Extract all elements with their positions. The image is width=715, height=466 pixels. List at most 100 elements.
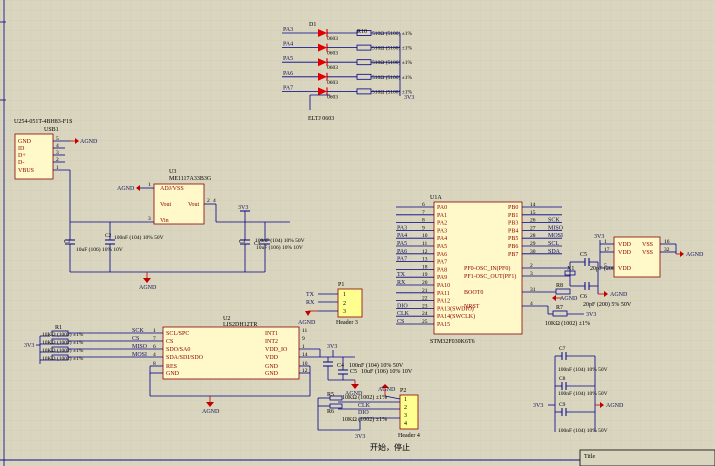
imu-body — [36, 326, 359, 407]
mcu-pin-name: PA7 — [437, 260, 447, 266]
power-pin-name: VSS — [642, 250, 653, 256]
header4-r6-val: 10KΩ (1002) ±1% — [342, 416, 387, 423]
mcu-part: STM32F030K6T6 — [430, 339, 475, 345]
nrst-res-ref: R7 — [556, 305, 563, 311]
boot-gnd-net: AGND — [560, 296, 578, 302]
cap-c3 — [240, 239, 250, 260]
mcu-osc-num: 3 — [530, 271, 533, 277]
imu-pin-num: 1 — [302, 344, 305, 350]
imu-resistor — [51, 346, 69, 353]
mcu-pin-name: PA13(SWDIO) — [437, 305, 474, 312]
header4-r6-ref: R6 — [327, 409, 334, 415]
imu-gnd-symbol — [206, 402, 214, 407]
ldo-pin-num: 4 — [213, 198, 216, 204]
imu-pin-num: 6 — [153, 344, 156, 350]
mcu-pin-num: 10 — [422, 233, 428, 239]
header4-pin2: 2 — [404, 405, 407, 411]
ldo-pin-num: 1 — [148, 182, 151, 188]
mcu-pin-num: 6 — [422, 202, 425, 208]
header4-gnd: AGND — [378, 387, 396, 393]
led-diode — [318, 72, 327, 81]
ldo-cap-ref: C2 — [105, 233, 112, 239]
usb-pin-num: 5 — [56, 136, 59, 142]
nrst-res-val: 10KΩ (1002) ±1% — [545, 320, 590, 327]
header4-caption: 开始，停止 — [370, 442, 410, 452]
power-supply-net: 3V3 — [594, 234, 604, 240]
ldo-designator: U3 — [169, 169, 176, 175]
mcu-pin-num: 15 — [530, 210, 536, 216]
led-net-label: PA7 — [283, 85, 293, 91]
mcu-net-label: SCK — [548, 218, 560, 224]
led-diode — [318, 29, 327, 37]
usb-pin-name: D+ — [18, 153, 26, 159]
mcu-net-label: PA6 — [397, 249, 407, 255]
title-label: Title — [584, 454, 595, 460]
imu-pin-num: 11 — [302, 328, 308, 334]
mcu-osc-num: 4 — [530, 301, 533, 307]
ldo-bottom-gnd: AGND — [139, 285, 157, 291]
usb-pin-name: GND — [18, 139, 32, 145]
header3-pin3: 3 — [343, 309, 346, 315]
mcu-pin-num: 21 — [422, 288, 428, 294]
ldo-out-net: 3V3 — [238, 205, 248, 211]
mcu-pin-num: 29 — [530, 241, 536, 247]
header3-pin2: 2 — [343, 301, 346, 307]
imu-pin-num: 1 — [153, 328, 156, 334]
led-designator: D1 — [309, 22, 316, 28]
imu-pin-num: 10 — [302, 361, 308, 367]
power-pin-name: VDD — [618, 250, 632, 256]
crystal-c6-ref: C6 — [580, 294, 587, 300]
mcu-pin-num: 13 — [422, 257, 428, 263]
header3-rx: RX — [306, 300, 315, 306]
power-pin-num: 32 — [664, 247, 670, 253]
mcu-net-label: MOSI — [548, 233, 563, 239]
header4-designator: P2 — [400, 388, 406, 394]
imu-designator: U2 — [223, 316, 230, 322]
decap-value: 100nF (104) 10% 50V — [558, 366, 608, 373]
led-supply-label: 3V3 — [404, 95, 414, 101]
decoupling-supply: 3V3 — [533, 403, 543, 409]
mcu-designator: U1A — [430, 195, 442, 201]
mcu-pin-name: PA8 — [437, 267, 447, 273]
mcu-pin-name: PB6 — [508, 244, 518, 250]
power-pin-num: 5 — [604, 263, 607, 269]
imu-pin-num: 7 — [153, 336, 156, 342]
crystal-c6-val: 20pF (200) 5% 50V — [583, 301, 632, 308]
mcu-net-label: DIO — [397, 303, 408, 309]
mcu-pin-num: 27 — [530, 225, 536, 231]
imu-resistor — [51, 338, 69, 345]
header4-r5-ref: R5 — [327, 392, 334, 398]
resistor-r5 — [329, 395, 343, 401]
usb-connector — [14, 133, 79, 222]
usb-pin-num: 3 — [56, 150, 59, 156]
decap-value: 100nF (104) 10% 50V — [558, 427, 608, 434]
ldo-cap-value: 100nF (104) 10% 50V — [114, 234, 164, 241]
led-net-label: PA5 — [283, 56, 293, 62]
imu-pin-name: RES — [166, 364, 177, 370]
mcu-net-label: MISO — [548, 225, 564, 231]
ldo-gnd-net: AGND — [117, 186, 135, 192]
ldo-pin-name: Vout — [160, 202, 172, 208]
mcu-pin-num: 9 — [422, 225, 425, 231]
mcu-pin-num: 30 — [530, 249, 536, 255]
led-res-value: 510Ω (5100) ±1% — [372, 30, 413, 37]
imu-pin-name: GND — [265, 364, 279, 370]
mcu-pin-name: PA14(SWCLK) — [437, 313, 475, 320]
header4-r5-val: 10KΩ (1002) ±1% — [342, 394, 387, 401]
header3-tx: TX — [306, 292, 315, 298]
header4-pin4: 4 — [404, 421, 407, 427]
imu-resistor — [51, 354, 69, 361]
mcu-osc-num: 2 — [530, 263, 533, 269]
imu-cap2-ref: C5 — [350, 369, 357, 375]
mcu-pin-num: 28 — [530, 233, 536, 239]
header4-pin3: 3 — [404, 413, 407, 419]
mcu-osc-num: 31 — [530, 287, 536, 293]
power-pin-num: 16 — [664, 239, 670, 245]
led-package: 0603 — [327, 51, 338, 57]
